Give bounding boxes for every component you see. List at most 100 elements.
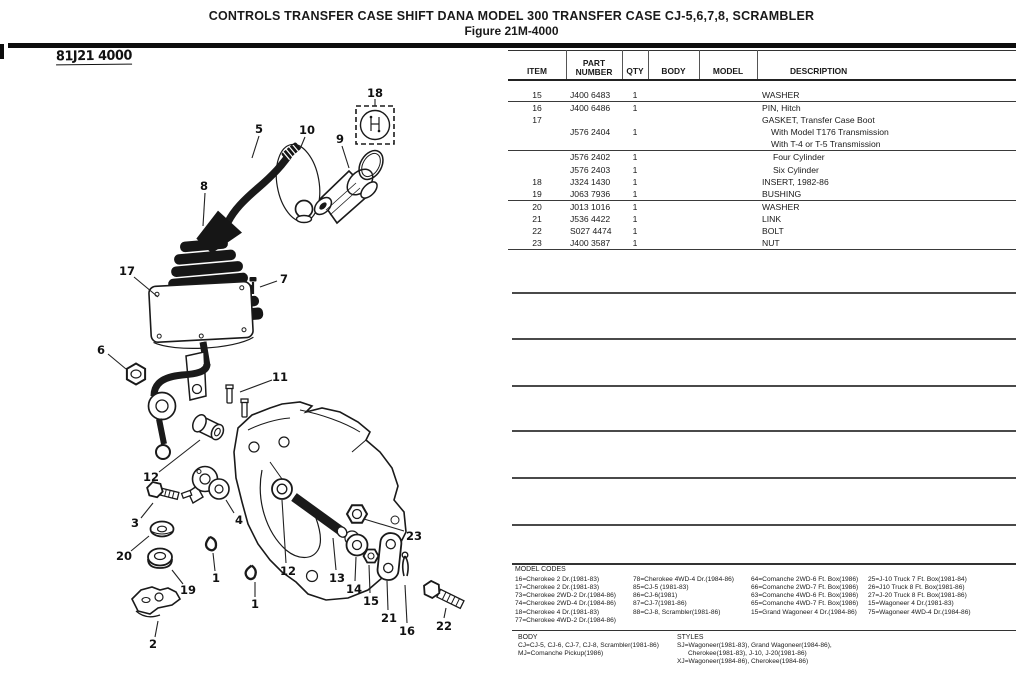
header-body: BODY <box>661 66 686 76</box>
empty-row-rule <box>512 430 1016 432</box>
cell-model <box>699 126 757 138</box>
part-nut-15 <box>362 548 380 564</box>
cell-item: 21 <box>532 213 542 224</box>
cell-part: J400 6486 <box>570 103 611 114</box>
column-separator <box>757 50 758 79</box>
cell-part: S027 4474 <box>570 226 612 237</box>
cell-model <box>699 237 757 249</box>
style-codes: SJ=Wagoneer(1981-83), Grand Wagoneer(198… <box>677 642 832 667</box>
cell-desc: With Model T176 Transmission <box>771 127 889 138</box>
callout-leader-19 <box>171 569 184 585</box>
callout-21: 21 <box>381 611 397 625</box>
cell-desc: GASKET, Transfer Case Boot <box>762 115 875 126</box>
model-code: 25=J-10 Truck 7 Ft. Box(1981-84) <box>868 575 967 583</box>
cell-desc: Four Cylinder <box>773 152 825 163</box>
cell-qty: 1 <box>632 164 638 175</box>
callout-12: 12 <box>280 564 296 578</box>
cell-qty: 1 <box>632 127 638 138</box>
callout-3: 3 <box>131 516 139 530</box>
cell-item: 19 <box>532 188 542 199</box>
cell-item: 18 <box>532 176 542 187</box>
callout-leader-8 <box>202 192 206 227</box>
cell-model <box>699 138 757 150</box>
cell-body <box>648 213 699 225</box>
model-code: 78=Cherokee 4WD-4 Dr.(1984-86) <box>633 575 734 583</box>
cell-part: J536 4422 <box>570 213 611 224</box>
styles-title: STYLES <box>677 633 704 641</box>
callout-17: 17 <box>119 264 135 278</box>
part-nut-6 <box>125 362 147 386</box>
part-link <box>376 532 403 581</box>
callout-12: 12 <box>143 470 159 484</box>
cell-qty: 1 <box>632 152 638 163</box>
part-cotter-pin <box>401 551 409 577</box>
model-code: 73=Cherokee 2WD-2 Dr.(1984-86) <box>515 592 616 600</box>
cell-part: J063 7936 <box>570 188 611 199</box>
model-code: 86=CJ-6(1981) <box>633 592 678 600</box>
callout-11: 11 <box>272 370 288 384</box>
callout-16: 16 <box>399 624 415 638</box>
cell-desc: PIN, Hitch <box>762 103 801 114</box>
model-codes-rule <box>512 563 1016 565</box>
callout-leader-21 <box>386 580 389 611</box>
cell-body <box>648 225 699 237</box>
part-grommet-12 <box>271 478 293 500</box>
body-title: BODY <box>518 633 538 641</box>
callout-20: 20 <box>116 549 132 563</box>
part-bolt-3 <box>146 480 180 501</box>
part-cone <box>313 168 378 225</box>
model-code: 26=J10 Truck 8 Ft. Box(1981-86) <box>868 583 965 591</box>
cell-part: J576 2402 <box>570 152 611 163</box>
cell-qty: 1 <box>632 103 638 114</box>
cell-model <box>699 164 757 176</box>
callout-13: 13 <box>329 571 345 585</box>
header-description: DESCRIPTION <box>790 66 848 76</box>
cell-desc: WASHER <box>762 90 800 100</box>
model-code: 66=Comanche 2WD-7 Ft. Box(1986) <box>751 583 859 591</box>
cell-qty: 1 <box>632 201 638 212</box>
cell-body <box>648 176 699 188</box>
cell-body <box>648 138 699 150</box>
callout-leader-3 <box>140 502 154 519</box>
callout-leader-11 <box>239 379 273 393</box>
part-boot-plate <box>148 280 254 349</box>
model-code: 77=Cherokee 4WD-2 Dr.(1984-86) <box>515 616 616 624</box>
callout-6: 6 <box>97 343 105 357</box>
body-styles-rule <box>512 630 1016 632</box>
model-code: 65=Comanche 4WD-7 Ft. Box(1986) <box>751 600 859 608</box>
part-bushing <box>192 414 225 441</box>
callout-23: 23 <box>406 529 422 543</box>
part-washer-20 <box>149 520 175 538</box>
callout-leader-6 <box>107 353 127 370</box>
cell-qty: 1 <box>632 238 638 249</box>
cell-item <box>508 164 566 176</box>
body-code: MJ=Comanche Pickup(1986) <box>518 649 604 657</box>
cell-body <box>648 114 699 126</box>
model-code: 75=Wagoneer 4WD-4 Dr.(1984-86) <box>868 608 971 616</box>
callout-leader-9 <box>341 145 350 169</box>
cell-item: 15 <box>532 90 542 100</box>
cell-model <box>699 114 757 126</box>
cell-desc: LINK <box>762 213 782 224</box>
cell-qty: 1 <box>632 176 638 187</box>
callout-leader-10 <box>299 136 306 150</box>
part-washer-14 <box>345 533 369 557</box>
cell-item <box>508 151 566 163</box>
column-separator <box>566 50 567 79</box>
body-codes: CJ=CJ-5, CJ-6, CJ-7, CJ-8, Scrambler(198… <box>518 642 659 659</box>
part-screw <box>249 277 257 294</box>
header-item: ITEM <box>526 66 547 76</box>
cell-body <box>648 237 699 249</box>
cell-item: 22 <box>532 226 542 237</box>
callout-leader-22 <box>443 607 447 619</box>
model-codes-column: 16=Cherokee 2 Dr.(1981-83)17=Cherokee 2 … <box>515 576 616 626</box>
callout-8: 8 <box>200 179 208 193</box>
